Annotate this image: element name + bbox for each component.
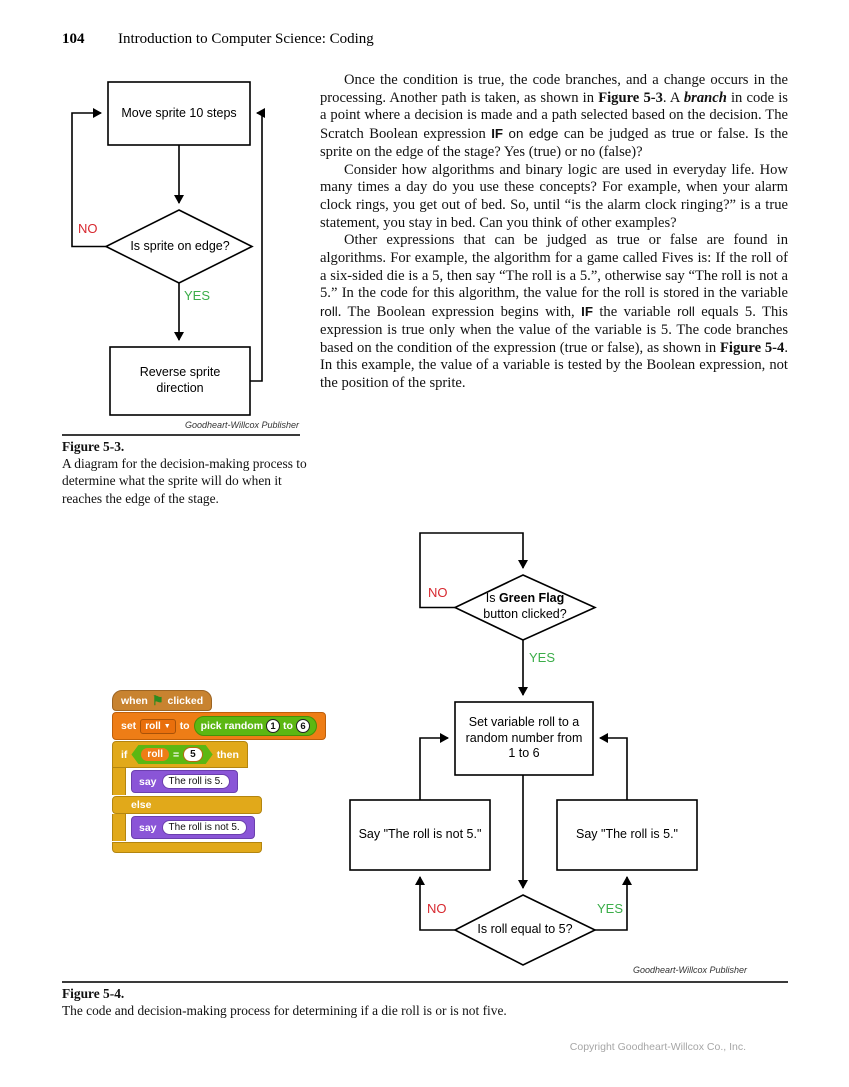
process-box-set-roll [454,701,594,776]
text-segment: Consider how algorithms and binary logic… [320,161,788,231]
if-block-spine [112,768,126,795]
fig53-publisher-credit: Goodheart-Willcox Publisher [185,420,299,430]
text-segment: in code is a point where a decision is m… [320,89,788,143]
yes-branch-label-d2: YES [597,901,624,916]
decision-diamond-roll-equal-5 [453,894,597,966]
equals-condition-block: roll = 5 [131,745,212,764]
fig54-publisher-credit: Goodheart-Willcox Publisher [633,965,747,975]
random-max-input: 6 [295,719,310,733]
scratch-say-block-true: say The roll is 5. [131,770,238,793]
scratch-code-stack: when ⚑ clicked set roll ▼ to pick random… [112,689,326,853]
pick-random-block: pick random 1 to 6 [193,716,317,736]
process-box-say-5 [556,799,698,871]
decision-diamond-green-flag [453,574,597,641]
random-min-input: 1 [266,719,281,733]
no-loop-line [71,108,107,248]
text-segment: . In this example, the value of a variab… [320,339,788,391]
text-segment: equals 5. This expression is true only w… [320,304,788,356]
say-label: say [139,775,157,788]
page-number: 104 [62,31,85,47]
no-branch-label-d1: NO [428,585,448,600]
say-text-input: The roll is not 5. [161,820,247,835]
else-label: else [131,799,152,811]
text-segment: Other expressions that can be judged as … [320,232,788,302]
fig54-divider [62,981,788,983]
code-term: roll [320,304,338,320]
figure-ref: Figure 5-3 [598,89,663,106]
to-label: to [179,720,190,732]
text-segment: . A [662,89,684,106]
if-label: if [121,748,128,761]
code-term: roll [677,304,695,320]
clicked-label: clicked [167,694,204,707]
no-branch-label-fig53: NO [78,221,98,236]
paragraph-2: Consider how algorithms and binary logic… [320,162,788,233]
code-term: IF [581,304,593,320]
scratch-else-bar: else [112,796,262,814]
random-to-label: to [283,720,293,732]
process-box-move [107,81,251,146]
say-label: say [139,821,157,834]
return-right-to-set [599,733,628,800]
scratch-if-block-footer [112,842,262,853]
then-label: then [216,748,239,761]
fig54-caption: The code and decision-making process for… [62,1003,507,1018]
set-label: set [121,720,137,732]
header-title: Introduction to Computer Science: Coding [118,31,374,47]
text-segment: can be judged as true or false. Is the s… [320,126,788,160]
text-segment: Once the condition is true, the code bra… [320,72,788,106]
no-path-to-say-not5 [415,876,455,931]
scratch-if-block-header: if roll = 5 then [112,741,248,768]
fig53-caption: A diagram for the decision-making proces… [62,456,307,506]
else-branch-row: say The roll is not 5. [112,814,326,841]
code-term: IF [491,126,504,142]
scratch-when-flag-clicked-block: when ⚑ clicked [112,690,213,711]
text-segment: the variable [592,304,678,321]
fig53-label: Figure 5-3. [62,439,125,454]
green-flag-icon: ⚑ [151,693,164,708]
if-block-spine [112,814,126,841]
if-branch-row: say The roll is 5. [112,768,326,795]
process-box-reverse [109,346,251,416]
code-term: on edge [503,126,559,142]
article-text: Once the condition is true, the code bra… [320,72,788,393]
paragraph-3: Other expressions that can be judged as … [320,232,788,392]
equals-operator: = [172,748,180,761]
copyright-notice: Copyright Goodheart-Willcox Co., Inc. [569,1041,746,1053]
fig53-divider [62,434,300,436]
process-box-say-not5 [349,799,491,871]
variable-name: roll [145,720,161,732]
scratch-set-variable-block: set roll ▼ to pick random 1 to 6 [112,712,326,740]
yes-branch-label-fig53: YES [184,288,211,303]
when-label: when [121,694,148,707]
fig54-flowchart-canvas [349,532,698,966]
fig54-label: Figure 5-4. [62,986,125,1001]
yes-path-to-say-5 [595,876,632,931]
decision-diamond-edge [104,209,254,284]
no-branch-label-d2: NO [427,901,447,916]
scratch-say-block-false: say The roll is not 5. [131,816,255,839]
say-text-input: The roll is 5. [161,774,230,789]
key-term: branch [683,89,727,106]
return-left-to-set [419,733,449,800]
variable-dropdown: roll ▼ [140,718,176,734]
fig53-flowchart-canvas [71,81,265,416]
figure-ref: Figure 5-4 [720,339,785,356]
value-input: 5 [183,747,203,762]
pick-random-label: pick random [200,720,264,732]
yes-branch-label-d1: YES [529,650,556,665]
reverse-return-line [250,108,265,382]
variable-oval: roll [141,748,169,761]
dropdown-caret-icon: ▼ [163,722,171,730]
green-flag-no-loop [419,532,528,609]
paragraph-1: Once the condition is true, the code bra… [320,72,788,162]
text-segment: . The Boolean expression begins with, [337,304,582,321]
